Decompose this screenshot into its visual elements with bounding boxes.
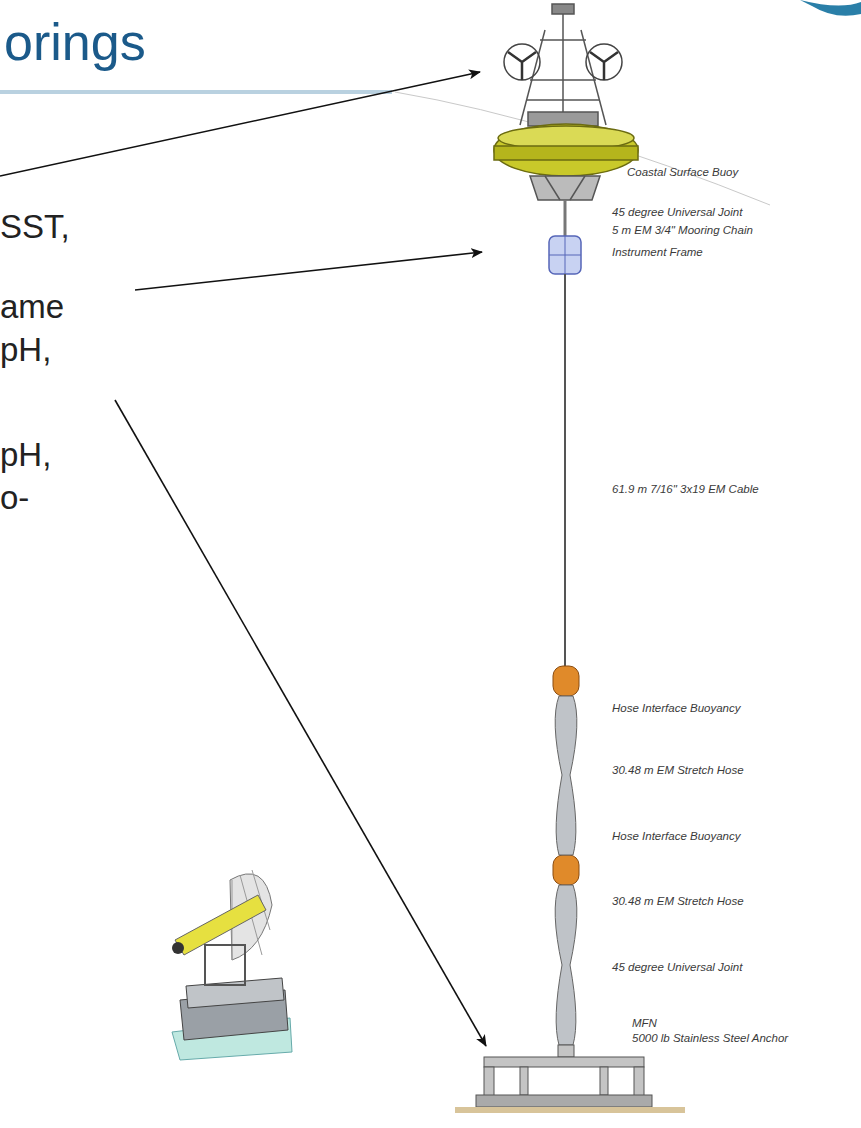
part-label: MFN: [632, 1016, 657, 1030]
seafloor: [455, 1107, 685, 1113]
bullet-text: pH,: [0, 435, 51, 475]
part-label: 30.48 m EM Stretch Hose: [612, 894, 744, 908]
mfn-anchor: [476, 1045, 652, 1107]
leader-arrow: [0, 72, 486, 1046]
part-label: 5 m EM 3/4" Mooring Chain: [612, 223, 753, 237]
slide-title: orings: [4, 12, 146, 72]
instrument-frame: [549, 236, 581, 274]
part-label: 30.48 m EM Stretch Hose: [612, 763, 744, 777]
mooring-chain: [564, 200, 567, 236]
hose-buoyancy: [553, 666, 579, 885]
part-label: Instrument Frame: [612, 245, 703, 259]
corner-swoosh: [800, 0, 861, 16]
sea-surface: [395, 92, 770, 205]
mfn-inset-illustration: [172, 870, 292, 1060]
title-rule: [0, 90, 392, 94]
part-label: 5000 lb Stainless Steel Anchor: [632, 1031, 788, 1045]
stretch-hose: [555, 696, 577, 1045]
part-label: 45 degree Universal Joint: [612, 960, 742, 974]
part-label: Hose Interface Buoyancy: [612, 701, 741, 715]
bullet-text: pH,: [0, 330, 51, 370]
part-label: 61.9 m 7/16" 3x19 EM Cable: [612, 482, 759, 496]
bullet-text: ame: [0, 287, 64, 327]
surface-buoy: [494, 4, 638, 200]
part-label: 45 degree Universal Joint: [612, 205, 742, 219]
bullet-text: SST,: [0, 207, 70, 247]
em-cable: [564, 274, 566, 667]
bullet-text: o-: [0, 478, 29, 518]
part-label: Hose Interface Buoyancy: [612, 829, 741, 843]
part-label: Coastal Surface Buoy: [627, 165, 738, 179]
